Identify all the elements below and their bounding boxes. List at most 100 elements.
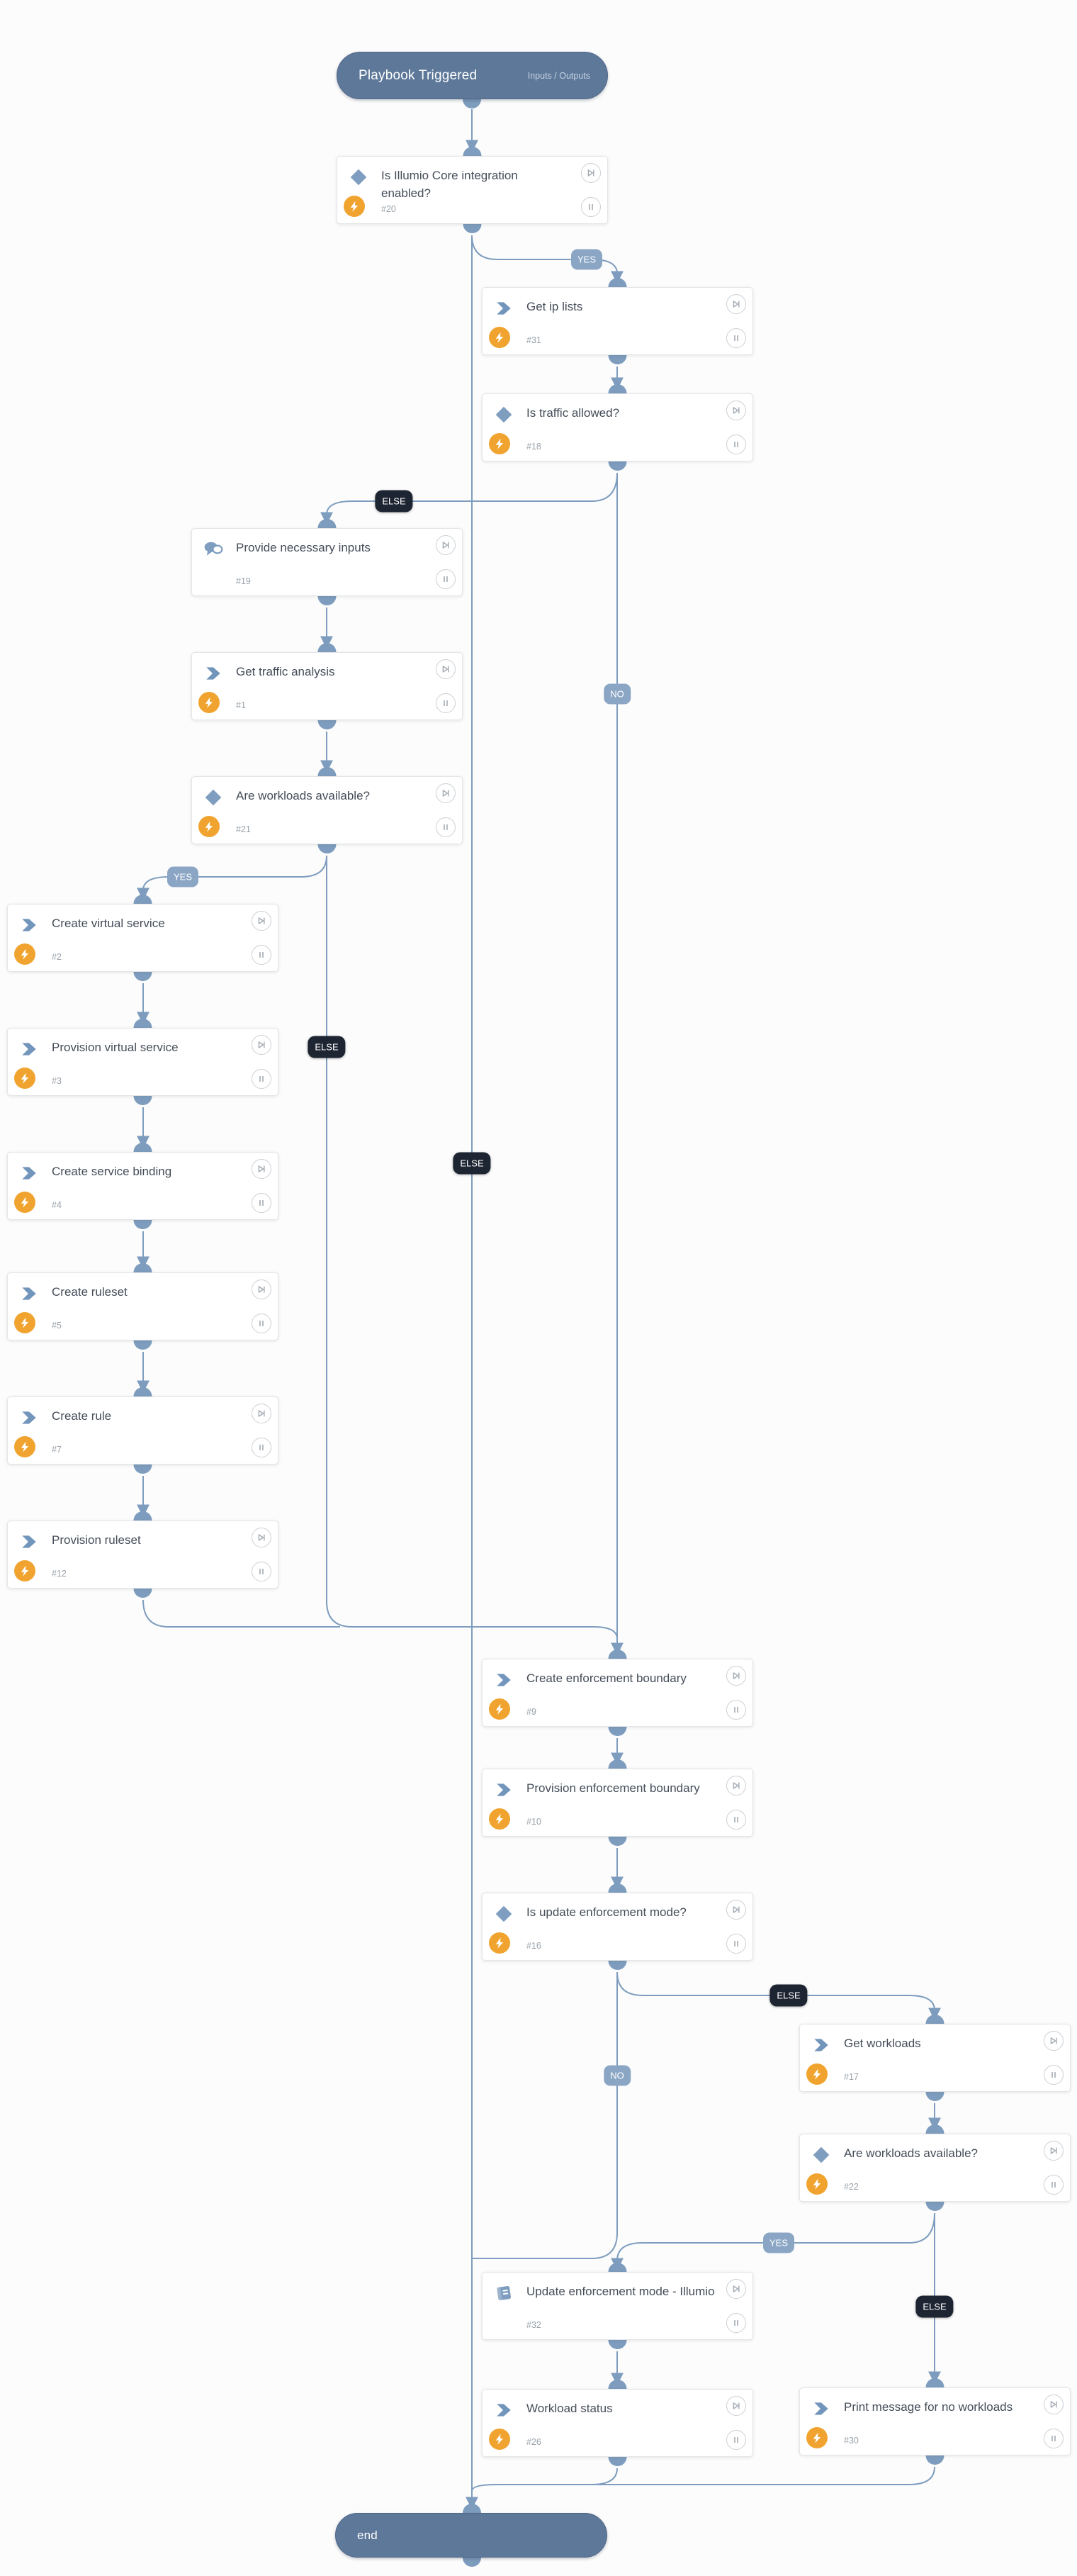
skip-task-button[interactable] [726,1776,746,1796]
workflow-edge [137,855,327,901]
pause-task-button[interactable] [726,2430,746,2450]
pause-task-button[interactable] [252,1193,271,1213]
skip-task-button[interactable] [436,535,456,555]
skip-task-button[interactable] [726,2396,746,2416]
skip-task-button[interactable] [726,2279,746,2299]
pause-task-button[interactable] [1044,2429,1064,2448]
skip-task-button[interactable] [436,659,456,679]
task-number: #5 [52,1321,62,1331]
task-node-n9[interactable]: Create enforcement boundary#9 [482,1659,753,1727]
command-icon [494,298,514,318]
automation-bolt-icon [198,816,220,837]
branch-label-yes-0: YES [570,249,603,270]
task-node-n26[interactable]: Workload status #26 [482,2389,753,2457]
task-node-n2[interactable]: Create virtual service#2 [7,904,278,972]
pause-task-button[interactable] [436,817,456,837]
pause-task-button[interactable] [436,569,456,589]
task-number: #30 [844,2436,859,2446]
task-title: Print message for no workloads [844,2400,1013,2414]
skip-task-button[interactable] [726,294,746,314]
task-title: Create rule [52,1409,112,1423]
task-node-n17[interactable]: Get workloads#17 [799,2024,1071,2092]
task-title: Workload status [526,2402,613,2415]
task-node-n16[interactable]: Is update enforcement mode?#16 [482,1893,753,1961]
skip-task-button[interactable] [252,1404,271,1423]
pause-task-button[interactable] [436,693,456,713]
pause-task-button[interactable] [726,2313,746,2333]
task-node-n7[interactable]: Create rule#7 [7,1396,278,1465]
task-node-n19[interactable]: Provide necessary inputs#19 [191,528,463,596]
automation-bolt-icon [14,1068,35,1089]
task-node-n5[interactable]: Create ruleset#5 [7,1272,278,1340]
skip-task-button[interactable] [726,1666,746,1686]
pause-task-button[interactable] [726,328,746,348]
branch-label-else-5: ELSE [308,1036,346,1058]
task-number: #17 [844,2072,859,2082]
pause-task-button[interactable] [726,1700,746,1720]
branch-label-else-6: ELSE [769,1984,808,2007]
task-node-n4[interactable]: Create service binding#4 [7,1152,278,1220]
command-icon [494,1670,514,1690]
task-number: #22 [844,2182,859,2192]
task-node-n12[interactable]: Provision ruleset#12 [7,1521,278,1589]
skip-task-button[interactable] [252,1159,271,1179]
workflow-edge [326,856,618,1640]
task-node-n30[interactable]: Print message for no workloads #30 [799,2387,1071,2455]
command-icon [19,915,39,935]
task-title: Get ip lists [526,300,583,313]
task-title: Provision virtual service [52,1041,179,1054]
automation-bolt-icon [489,1932,510,1954]
task-node-n31[interactable]: Get ip lists#31 [482,287,753,355]
skip-task-button[interactable] [252,911,271,931]
task-number: #16 [526,1941,541,1951]
task-node-n21[interactable]: Are workloads available?#21 [191,776,463,844]
skip-task-button[interactable] [252,1035,271,1055]
task-node-n20[interactable]: Is Illumio Core integration enabled?#20 [337,156,608,224]
pause-task-button[interactable] [252,1438,271,1457]
automation-bolt-icon [14,1560,35,1581]
skip-task-button[interactable] [726,401,746,420]
task-node-n32[interactable]: Update enforcement mode - Illumio#32 [482,2272,753,2340]
pause-task-button[interactable] [726,1810,746,1830]
skip-task-button[interactable] [581,163,601,183]
skip-task-button[interactable] [436,783,456,803]
pause-task-button[interactable] [581,197,601,217]
task-node-n10[interactable]: Provision enforcement boundary#10 [482,1769,753,1837]
skip-task-button[interactable] [1044,2395,1064,2414]
skip-task-button[interactable] [726,1900,746,1920]
task-title: Provision ruleset [52,1533,141,1547]
pause-task-button[interactable] [252,1314,271,1333]
task-number: #26 [526,2437,541,2447]
pause-task-button[interactable] [1044,2175,1064,2195]
task-number: #21 [236,824,251,834]
skip-task-button[interactable] [252,1528,271,1547]
skip-task-button[interactable] [252,1279,271,1299]
skip-task-button[interactable] [1044,2141,1064,2161]
automation-bolt-icon [14,1436,35,1457]
pause-task-button[interactable] [252,945,271,965]
pause-task-button[interactable] [252,1069,271,1089]
command-icon [19,1163,39,1183]
automation-bolt-icon [14,1192,35,1213]
command-icon [203,663,223,683]
task-node-n3[interactable]: Provision virtual service#3 [7,1028,278,1096]
task-node-n1[interactable]: Get traffic analysis#1 [191,652,463,720]
task-title: Is traffic allowed? [526,406,620,420]
pause-task-button[interactable] [1044,2065,1064,2085]
trigger-inputs-outputs-link[interactable]: Inputs / Outputs [527,70,590,81]
pause-task-button[interactable] [726,435,746,454]
playbook-trigger-node[interactable]: Playbook Triggered Inputs / Outputs [337,52,608,99]
task-node-n18[interactable]: Is traffic allowed? #18 [482,393,753,461]
workflow-edge [471,235,624,284]
automation-bolt-icon [806,2063,828,2085]
condition-icon [494,1904,514,1924]
command-icon [19,1532,39,1552]
task-node-n22[interactable]: Are workloads available?#22 [799,2134,1071,2202]
end-node[interactable]: end [335,2513,607,2558]
pause-task-button[interactable] [252,1562,271,1581]
skip-task-button[interactable] [1044,2031,1064,2051]
task-number: #18 [526,442,541,452]
condition-icon [349,167,368,187]
pause-task-button[interactable] [726,1934,746,1954]
